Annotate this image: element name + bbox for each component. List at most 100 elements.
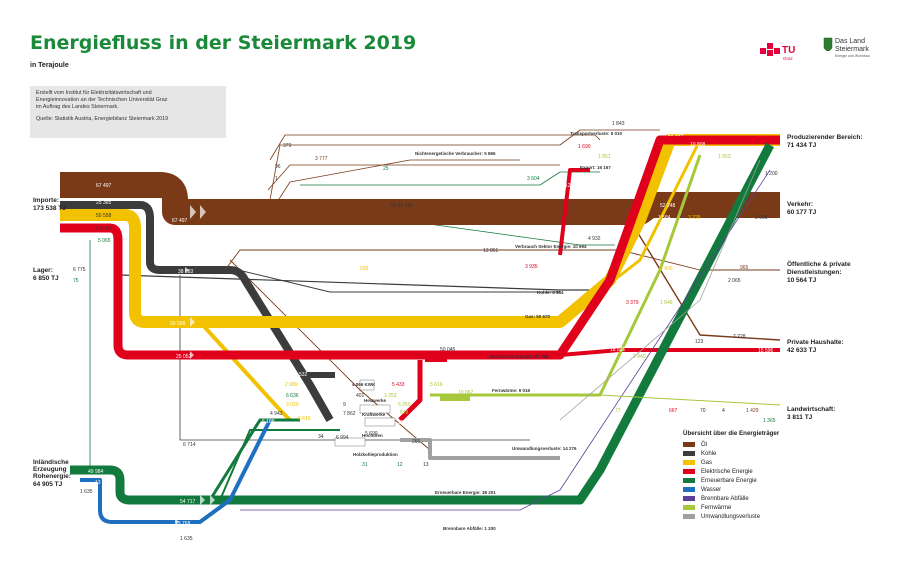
- flow-label: 2 689: [285, 382, 298, 388]
- value-haushalte: 42 633 TJ: [787, 347, 817, 354]
- node-hochofen: [334, 437, 366, 447]
- flow-label: 67 497: [96, 183, 112, 189]
- flow-label: 6 636: [286, 393, 299, 399]
- legend-swatch: [683, 514, 695, 519]
- label-landw: Landwirtschaft:: [787, 406, 835, 413]
- flow-label: 3 935: [525, 264, 538, 270]
- flow-label: 1 646: [660, 300, 673, 306]
- flow-label: 6 714: [183, 442, 196, 448]
- flow-label: 1 365: [763, 418, 776, 424]
- flow-label: 4: [722, 408, 725, 414]
- flow-label: 4 943: [270, 411, 283, 417]
- label-inland-3: Rohenergie:: [33, 473, 71, 480]
- value-oeff: 10 564 TJ: [787, 277, 817, 284]
- flow-strom-haushalte: [559, 348, 780, 357]
- flow-erneuerbar-heiz: [219, 429, 340, 501]
- flow-label: 13: [423, 462, 429, 468]
- flow-oel-nichtenerg: [271, 159, 520, 211]
- info-line: Erstellt vom Institut für Elektrizitätsw…: [36, 90, 152, 96]
- flow-label: 34: [318, 434, 324, 440]
- label-haushalte: Private Haushalte:: [787, 339, 844, 346]
- flow-label: 3 253: [384, 393, 397, 399]
- flow-label: 4 932: [588, 236, 601, 242]
- flow-erneuerbar-main: [70, 142, 774, 505]
- flow-label: 50 045: [440, 347, 456, 353]
- flow-gas-prod-b: [559, 139, 702, 324]
- flow-label: 9: [343, 402, 346, 408]
- flow-oel-oeff: [224, 249, 780, 271]
- label-oeff-2: Dienstleistungen:: [787, 269, 842, 276]
- unit-label: in Terajoule: [30, 62, 69, 69]
- legend-label: Elektrische Energie: [701, 468, 753, 475]
- flow-label: 5 616: [430, 382, 443, 388]
- flow-erneuerbar-export: [300, 171, 600, 186]
- legend-item: Kohle: [683, 449, 863, 458]
- flow-label: 38 883: [178, 269, 194, 275]
- flow-oel-haushalte: [629, 219, 781, 341]
- flow-gas-main: [60, 134, 780, 328]
- flow-label: 1 851: [598, 154, 611, 160]
- legend-label: Wasser: [701, 486, 722, 493]
- node-heizwerke: [359, 404, 391, 414]
- flow-erneuerbar-kraftwerke: [208, 418, 300, 501]
- node-kokerei: [305, 372, 335, 378]
- source-note: Quelle: Statistik Austria, Energiebilanz…: [36, 116, 169, 122]
- flow-label: 12 683: [565, 183, 581, 189]
- flow-label: 1 584: [658, 215, 671, 221]
- flow-label: 25 052: [176, 354, 192, 360]
- arrow-icon: [190, 205, 196, 219]
- flow-label: 1 690: [578, 144, 591, 150]
- node-fernwaerme: [440, 395, 470, 401]
- flow-label: 1 635: [80, 489, 93, 495]
- flow-erneuerbar-verbrauch: [399, 219, 615, 246]
- flow-label: 19 532: [292, 372, 308, 378]
- flow-label: 965: [740, 265, 749, 271]
- flow-label: 6 188: [262, 419, 275, 425]
- flow-label: 6 994: [336, 435, 349, 441]
- value-prod: 71 434 TJ: [787, 142, 817, 149]
- node-umwandlungsverluste: Umwandlungsverluste: 14 276: [512, 446, 577, 451]
- stmk-line2: Steiermark: [835, 46, 869, 53]
- flow-label: 75: [73, 278, 79, 284]
- label-oeff-1: Öffentliche & private: [787, 259, 851, 268]
- flow-label: 49 984: [88, 469, 104, 475]
- flow-label: 3 379: [626, 300, 639, 306]
- arrow-icon: [210, 495, 215, 505]
- flow-label: 50 558: [170, 321, 186, 327]
- legend-swatch: [683, 505, 695, 510]
- flow-label: 1 200: [765, 171, 778, 177]
- node-export: Export: 16 167: [580, 165, 611, 170]
- label-prod: Produzierender Bereich:: [787, 134, 863, 141]
- node-oel-label: Öl: 60 700: [390, 202, 413, 209]
- node-erneuerbar: Erneuerbare Energie: 38 201: [435, 490, 496, 495]
- flow-label: 54 717: [180, 499, 196, 505]
- flow-oel-transport: [269, 134, 601, 161]
- info-line: im Auftrag des Landes Steiermark.: [36, 104, 119, 110]
- flow-label: 7 862: [343, 411, 356, 417]
- flow-strom-kraftwerke: [398, 360, 423, 422]
- legend-item: Brennbare Abfälle: [683, 494, 863, 503]
- value-importe: 173 538 TJ: [33, 205, 66, 212]
- legend-label: Fernwärme: [701, 504, 732, 511]
- node-gas: Gas: 50 670: [525, 314, 551, 319]
- flow-label: 13 768: [175, 521, 191, 527]
- tu-logo-text: TU: [782, 45, 795, 56]
- flow-label: 10 867: [458, 390, 474, 396]
- legend-swatch: [683, 442, 695, 447]
- legend-title: Übersicht über die Energieträger: [683, 430, 780, 437]
- node-kraftwerke: [364, 417, 396, 427]
- flow-label: 31: [362, 462, 368, 468]
- value-landw: 3 811 TJ: [787, 414, 813, 421]
- flow-label: 667: [669, 408, 678, 414]
- legend-item: Umwandlungsverluste: [683, 512, 863, 521]
- flow-label: 3 020: [286, 402, 299, 408]
- flow-verluste-main: [400, 438, 560, 460]
- value-inland: 64 905 TJ: [33, 481, 63, 488]
- flow-wasser-main: [80, 419, 272, 524]
- flow-label: 29 004: [668, 132, 684, 138]
- value-verkehr: 60 177 TJ: [787, 209, 817, 216]
- label-verkehr: Verkehr:: [787, 201, 813, 208]
- label-inland-1: Inländische: [33, 459, 69, 466]
